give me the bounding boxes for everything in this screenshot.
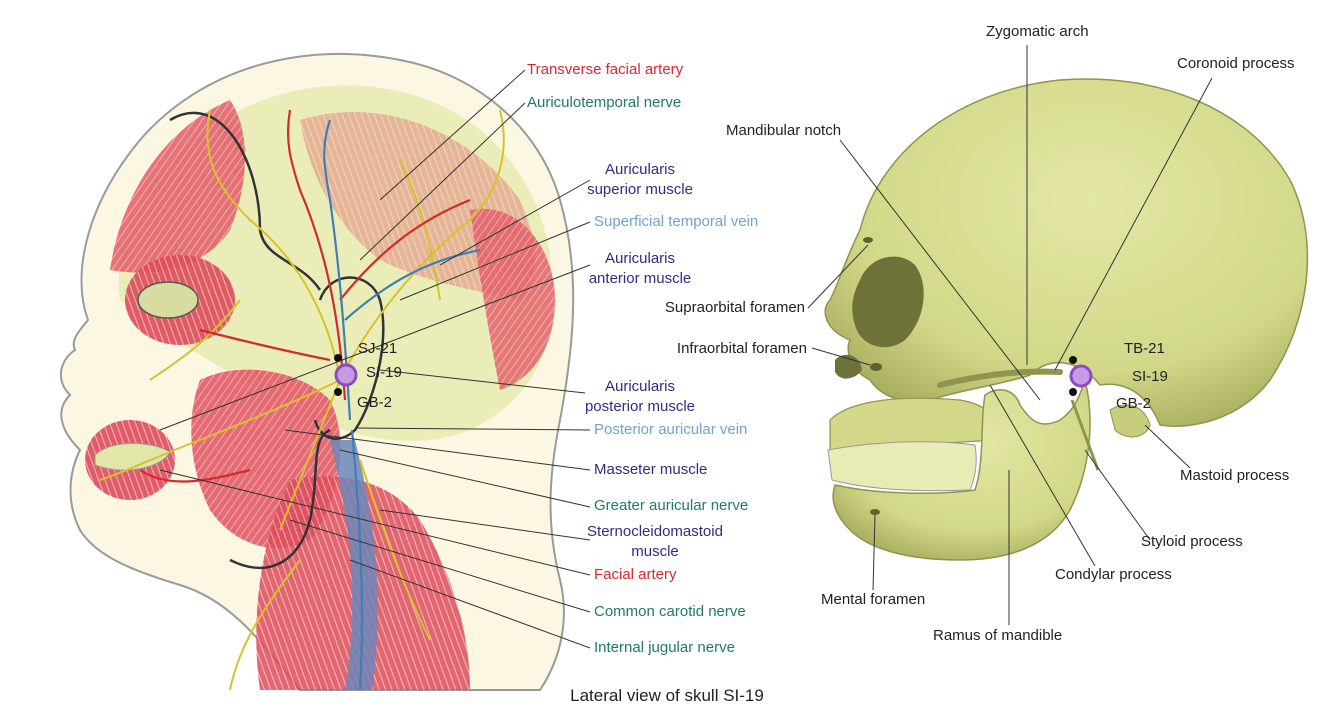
head-point-sj21-dot xyxy=(334,354,342,362)
label-infraorbital-foramen: Infraorbital foramen xyxy=(676,340,807,357)
vein-network xyxy=(323,119,481,691)
label-superficial-temporal-vein: Superficial temporal vein xyxy=(594,213,759,230)
label-auriculotemporal-nerve: Auriculotemporal nerve xyxy=(527,94,682,111)
label-auricularis-superior: Auricularis superior muscle xyxy=(587,161,693,198)
label-transverse-facial-artery: Transverse facial artery xyxy=(527,61,684,78)
label-mandibular-notch: Mandibular notch xyxy=(726,122,842,139)
label-mental-foramen: Mental foramen xyxy=(821,591,926,608)
head-leader-lines xyxy=(159,69,591,649)
label-condylar-process: Condylar process xyxy=(1055,566,1172,583)
label-coronoid-process: Coronoid process xyxy=(1177,55,1295,72)
occipital-muscle xyxy=(470,208,555,390)
label-sternocleidomastoid-muscle: Sternocleidomastoid muscle xyxy=(587,523,723,560)
label-greater-auricular-nerve: Greater auricular nerve xyxy=(594,497,749,514)
label-supraorbital-foramen: Supraorbital foramen xyxy=(664,299,805,316)
skull-infraorbital-foramen xyxy=(870,363,882,371)
jaw-line xyxy=(229,428,331,570)
ear-outline xyxy=(313,276,385,440)
skull-zygomatic-arch xyxy=(937,368,1063,388)
label-point-si19-skull: SI-19 xyxy=(1132,368,1168,385)
skull-teeth xyxy=(827,441,977,492)
label-point-sj21: SJ-21 xyxy=(358,340,398,357)
skull-point-tb21-dot xyxy=(1069,356,1077,364)
nerve-network xyxy=(99,109,505,691)
eye xyxy=(137,281,199,319)
label-styloid-process: Styloid process xyxy=(1141,533,1243,550)
skull-mandible xyxy=(832,377,1091,561)
label-mastoid-process: Mastoid process xyxy=(1180,467,1290,484)
label-point-si19: SI-19 xyxy=(366,364,402,381)
skull-cranium xyxy=(824,78,1309,427)
label-auricularis-anterior: Auricularis anterior muscle xyxy=(588,250,692,287)
label-masseter-muscle: Masseter muscle xyxy=(594,461,708,478)
head-point-si19-marker xyxy=(334,363,358,387)
artery-network xyxy=(139,109,471,483)
sternocleidomastoid-band xyxy=(330,440,378,690)
skull-point-gb2-dot xyxy=(1069,388,1077,396)
skull-illustration xyxy=(824,78,1309,561)
label-auricularis-posterior: Auricularis posterior muscle xyxy=(584,378,696,415)
head-point-gb2-dot xyxy=(334,388,342,396)
skull-styloid xyxy=(1070,399,1100,471)
label-facial-artery: Facial artery xyxy=(594,566,677,583)
head-illustration xyxy=(60,52,575,691)
label-ramus-of-mandible: Ramus of mandible xyxy=(933,627,1063,644)
label-point-tb21: TB-21 xyxy=(1124,340,1165,357)
label-zygomatic-arch: Zygomatic arch xyxy=(986,23,1089,40)
skull-supraorbital-foramen xyxy=(863,237,873,243)
label-internal-jugular-nerve: Internal jugular nerve xyxy=(594,639,735,656)
figure-caption: Lateral view of skull SI-19 xyxy=(570,686,764,705)
label-common-carotid-nerve: Common carotid nerve xyxy=(594,603,746,620)
label-posterior-auricular-vein: Posterior auricular vein xyxy=(594,421,748,438)
skull-point-si19-marker xyxy=(1069,364,1093,388)
skull-leader-lines xyxy=(807,45,1213,625)
skull-mental-foramen xyxy=(870,509,880,515)
label-point-gb2: GB-2 xyxy=(357,394,393,411)
skull-mastoid xyxy=(1109,404,1151,438)
label-point-gb2-skull: GB-2 xyxy=(1116,395,1152,412)
skull-orbit xyxy=(852,256,924,348)
frontalis-muscle xyxy=(110,100,245,273)
